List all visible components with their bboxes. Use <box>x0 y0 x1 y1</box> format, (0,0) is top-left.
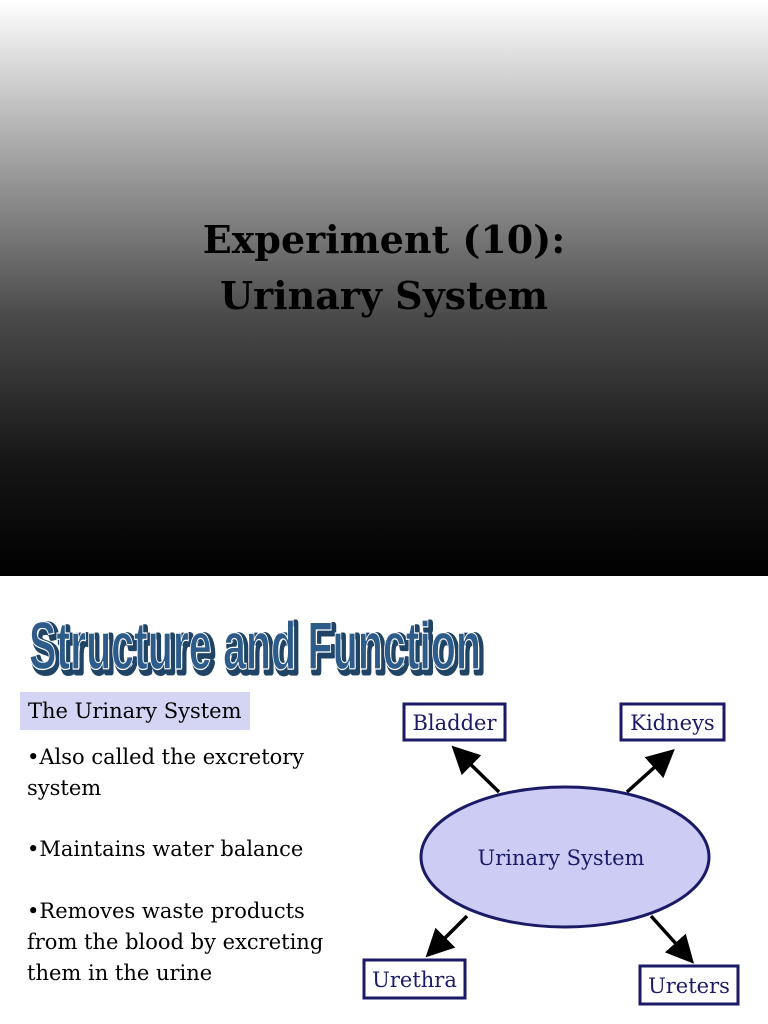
center-ellipse <box>419 785 711 929</box>
content-slide: Structure and Function Structure and Fun… <box>0 576 768 1024</box>
arrow-to-ureters <box>649 914 695 964</box>
ureters-label: Ureters <box>648 974 730 998</box>
bullet-excretory: •Also called the excretory system <box>27 745 305 800</box>
kidneys-box <box>619 702 726 742</box>
heading-graphic: Structure and Function Structure and Fun… <box>28 607 487 680</box>
slide-title: Experiment (10): Urinary System <box>0 212 768 324</box>
bladder-box <box>402 702 507 742</box>
urethra-label: Urethra <box>372 968 457 992</box>
arrow-to-urethra <box>425 914 469 958</box>
title-slide: Experiment (10): Urinary System <box>0 0 768 576</box>
heading-text-outline: Structure and Function <box>32 611 484 680</box>
title-line-2: Urinary System <box>219 273 549 318</box>
arrow-to-kidneys <box>625 748 675 794</box>
arrow-to-bladder <box>451 745 501 794</box>
urinary-diagram: Urinary System Bladder Kidneys Urethra U… <box>362 702 740 1006</box>
ureters-box <box>638 964 740 1006</box>
bullet-waste-removal: •Removes waste products from the blood b… <box>27 899 324 985</box>
bullet-water-balance: •Maintains water balance <box>27 837 304 861</box>
title-line-1: Experiment (10): <box>202 217 566 262</box>
heading-text: Structure and Function <box>29 608 481 680</box>
center-label: Urinary System <box>478 846 645 870</box>
urethra-box <box>362 958 467 1000</box>
bladder-label: Bladder <box>412 711 497 735</box>
subtitle-box: The Urinary System <box>20 692 250 730</box>
kidneys-label: Kidneys <box>630 711 714 735</box>
slide-heading: Structure and Function Structure and Fun… <box>26 588 496 680</box>
